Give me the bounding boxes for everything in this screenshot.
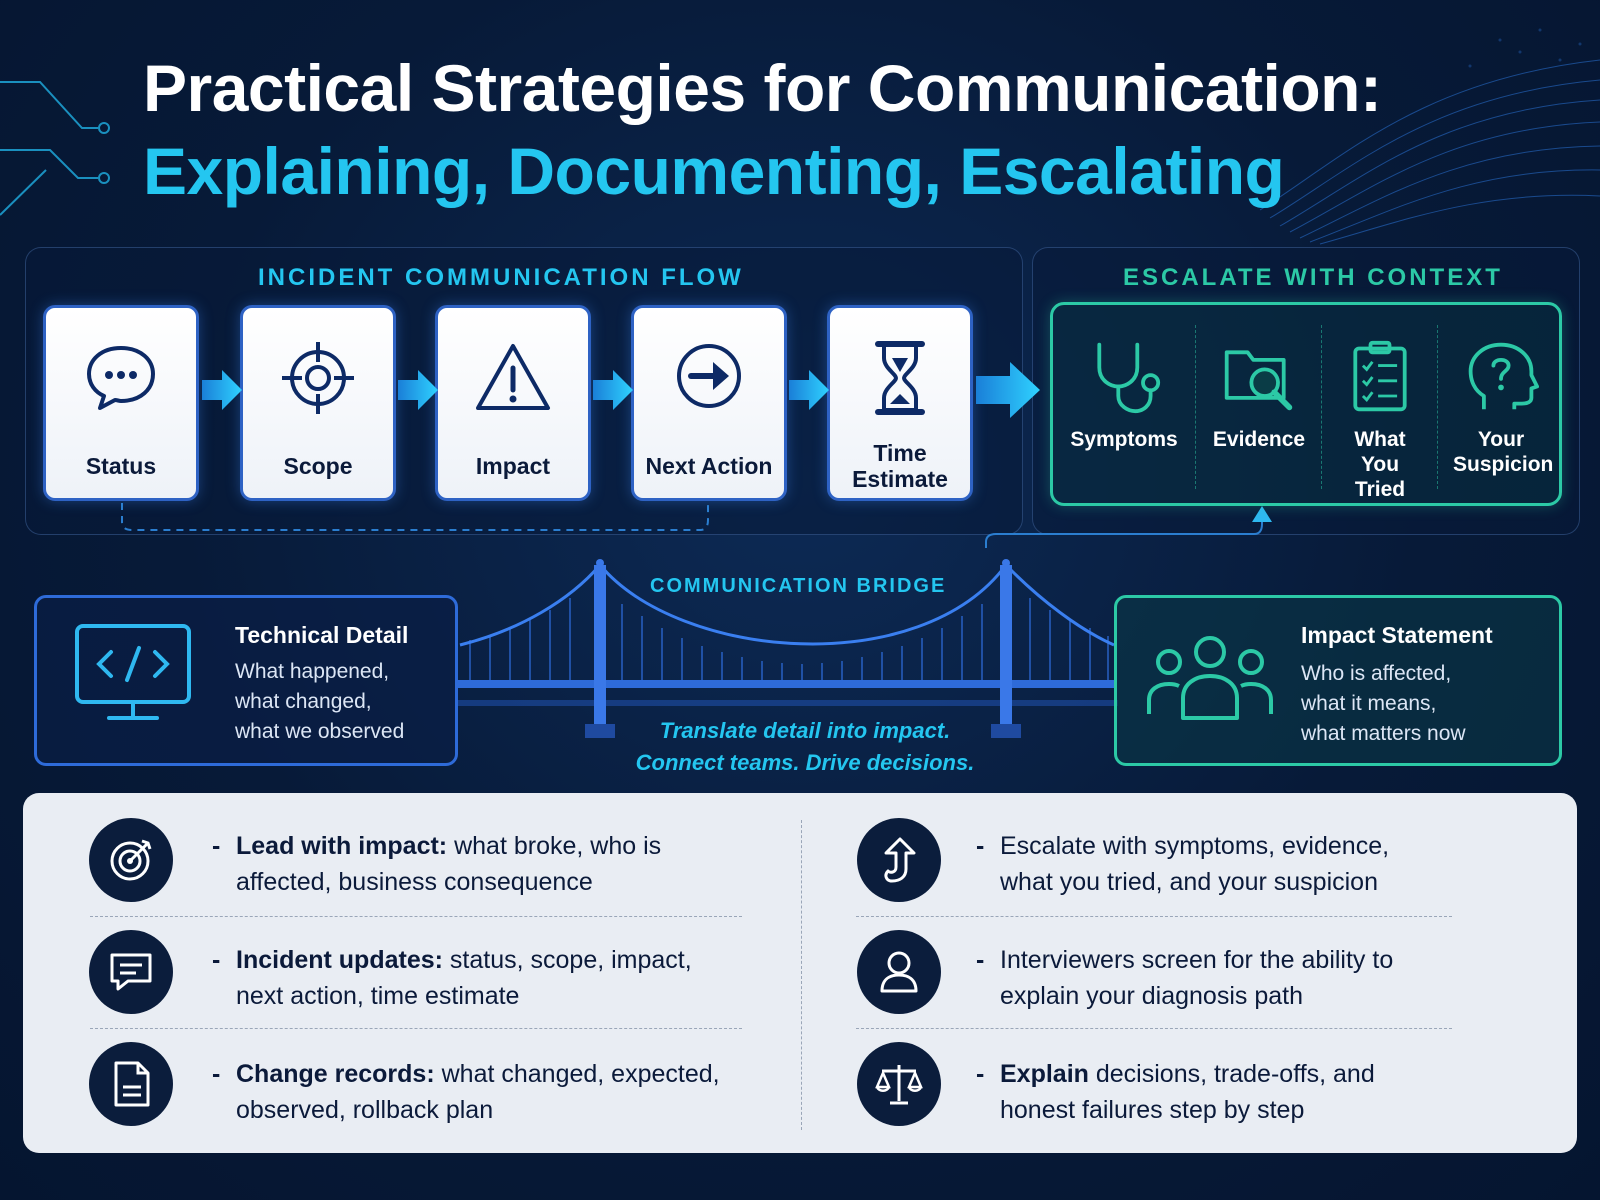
technical-detail-line: What happened, xyxy=(235,660,390,683)
escalate-arrow-icon xyxy=(884,837,916,883)
escalate-item-label: Evidence xyxy=(1212,428,1306,451)
impact-statement-box: Impact Statement Who is affected, what i… xyxy=(1114,595,1562,766)
flow-step-status: Status xyxy=(43,305,199,501)
escalate-item-evidence: Evidence xyxy=(1197,305,1321,503)
tip-divider xyxy=(90,1028,742,1029)
wave-mesh-icon xyxy=(1259,59,1600,245)
flow-step-scope: Scope xyxy=(240,305,396,501)
tip-icon-badge xyxy=(89,1042,173,1126)
tips-column-divider xyxy=(801,820,802,1130)
impact-statement-line: what matters now xyxy=(1301,722,1466,745)
tip-interviewers: -Interviewers screen for the ability to … xyxy=(976,946,1394,1010)
bridge-label: COMMUNICATION BRIDGE xyxy=(650,575,947,597)
flow-heading: INCIDENT COMMUNICATION FLOW xyxy=(258,264,744,291)
flow-step-time-estimate: Time Estimate xyxy=(827,305,973,501)
escalate-heading: ESCALATE WITH CONTEXT xyxy=(1123,264,1503,291)
bridge-tagline-2: Connect teams. Drive decisions. xyxy=(635,750,975,775)
tip-divider xyxy=(856,1028,1452,1029)
flow-step-label: Status xyxy=(85,452,157,479)
escalate-item-label: What You Tried xyxy=(1354,428,1406,502)
tips-panel xyxy=(23,793,1577,1153)
person-icon xyxy=(880,951,918,993)
flow-step-label: Impact xyxy=(475,452,551,479)
impact-statement-title: Impact Statement xyxy=(1301,622,1493,648)
flow-step-label: Time Estimate xyxy=(852,439,948,492)
page-subtitle: Explaining, Documenting, Escalating xyxy=(143,134,1285,208)
page-title: Practical Strategies for Communication: xyxy=(143,51,1382,125)
tip-icon-badge xyxy=(857,1042,941,1126)
tip-lead-with-impact: -Lead with impact: what broke, who is af… xyxy=(212,832,662,896)
group-people-icon xyxy=(1147,636,1273,720)
checklist-icon xyxy=(1353,340,1407,412)
flow-step-impact: Impact xyxy=(435,305,591,501)
flow-step-label: Scope xyxy=(283,452,353,479)
circuit-lines-icon xyxy=(0,81,110,216)
impact-statement-line: what it means, xyxy=(1301,692,1437,715)
tip-explain-decisions: -Explain decisions, trade-offs, and hone… xyxy=(976,1060,1375,1124)
bridge-tagline-1: Translate detail into impact. xyxy=(659,718,951,743)
escalate-item-label: Symptoms xyxy=(1070,428,1178,451)
tip-icon-badge xyxy=(857,930,941,1014)
tip-divider xyxy=(90,916,742,917)
tip-incident-updates: -Incident updates: status, scope, impact… xyxy=(212,946,692,1010)
head-question-icon xyxy=(1468,342,1539,410)
escalate-item-label: Your Suspicion xyxy=(1453,428,1554,477)
tip-escalate: -Escalate with symptoms, evidence, what … xyxy=(976,832,1390,896)
escalate-divider xyxy=(1321,325,1322,489)
escalate-item-your-suspicion: Your Suspicion xyxy=(1439,305,1563,503)
tip-change-records: -Change records: what changed, expected,… xyxy=(212,1060,720,1124)
escalate-divider xyxy=(1195,325,1196,489)
crosshair-icon xyxy=(282,342,354,414)
impact-statement-line: Who is affected, xyxy=(1301,662,1452,685)
technical-detail-box: Technical Detail What happened, what cha… xyxy=(34,595,458,766)
document-icon xyxy=(114,1061,150,1107)
scales-icon xyxy=(875,1065,923,1105)
flow-step-label: Next Action xyxy=(645,452,773,479)
technical-detail-line: what changed, xyxy=(235,690,372,713)
tip-icon-badge xyxy=(89,818,173,902)
tip-icon-badge xyxy=(89,930,173,1014)
stethoscope-icon xyxy=(1097,342,1161,414)
technical-detail-title: Technical Detail xyxy=(235,622,409,648)
escalate-item-what-you-tried: What You Tried xyxy=(1323,305,1437,503)
folder-search-icon xyxy=(1224,350,1293,411)
arrow-circle-icon xyxy=(677,344,741,408)
speech-bubble-icon xyxy=(87,346,155,410)
message-icon xyxy=(110,953,152,991)
escalate-item-symptoms: Symptoms xyxy=(1053,305,1195,503)
tip-divider xyxy=(856,916,1452,917)
hourglass-icon xyxy=(875,341,925,415)
monitor-code-icon xyxy=(75,624,191,720)
warning-icon xyxy=(476,344,550,410)
technical-detail-line: what we observed xyxy=(235,720,405,743)
escalate-items-box: Symptoms Evidence What You Tried xyxy=(1050,302,1562,506)
tip-icon-badge xyxy=(857,818,941,902)
flow-step-next-action: Next Action xyxy=(631,305,787,501)
escalate-divider xyxy=(1437,325,1438,489)
escalate-panel xyxy=(1032,247,1580,535)
target-icon xyxy=(110,839,152,881)
